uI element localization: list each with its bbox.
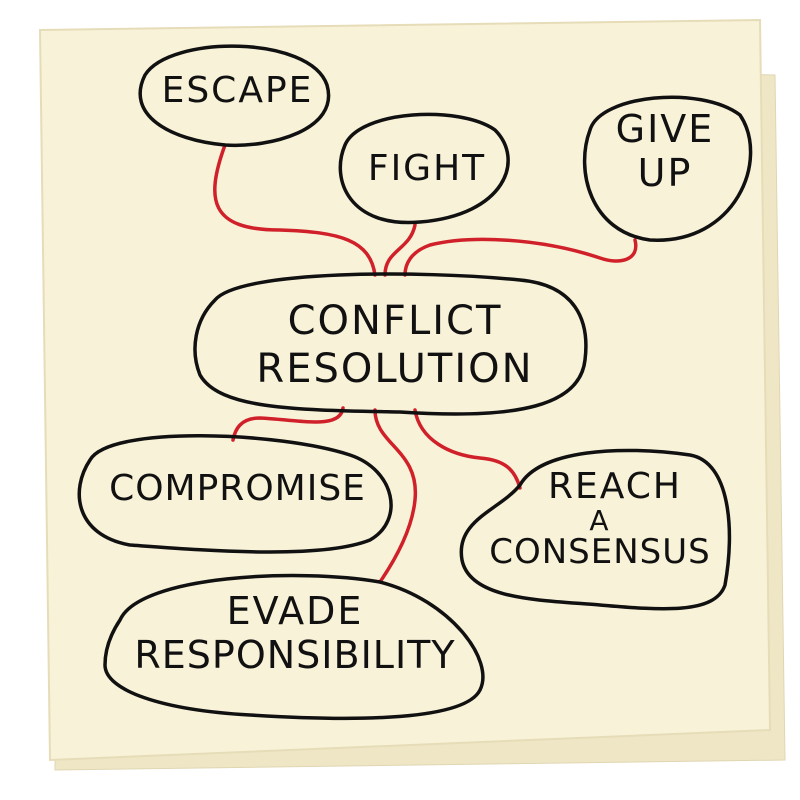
- node-reach-consensus: REACH A CONSENSUS: [470, 468, 730, 571]
- connectors: [213, 143, 638, 584]
- node-conflict-resolution: CONFLICT RESOLUTION: [210, 300, 580, 390]
- reach-line2: A: [589, 503, 611, 537]
- conflict-line2: RESOLUTION: [256, 346, 534, 392]
- node-escape: ESCAPE: [161, 70, 314, 111]
- evade-line2: RESPONSIBILITY: [134, 632, 456, 677]
- conflict-resolution-bubble: [193, 272, 588, 416]
- node-fight: FIGHT: [367, 148, 487, 189]
- give-up-line1: GIVE: [615, 107, 715, 151]
- node-compromise: COMPROMISE: [109, 468, 366, 509]
- reach-line3: CONSENSUS: [489, 532, 711, 573]
- evade-responsibility-bubble: [103, 573, 485, 721]
- fight-bubble: [338, 112, 510, 225]
- reach-line1: REACH: [548, 466, 682, 507]
- conflict-line1: CONFLICT: [287, 298, 503, 344]
- give-up-line2: UP: [637, 150, 693, 195]
- escape-bubble: [138, 44, 331, 148]
- compromise-bubble: [77, 434, 393, 554]
- node-give-up: GIVE UP: [590, 107, 740, 195]
- evade-line1: EVADE: [226, 589, 364, 633]
- node-evade-responsibility: EVADE RESPONSIBILITY: [110, 589, 480, 677]
- reach-consensus-bubble: [459, 448, 732, 611]
- give-up-bubble: [582, 95, 753, 242]
